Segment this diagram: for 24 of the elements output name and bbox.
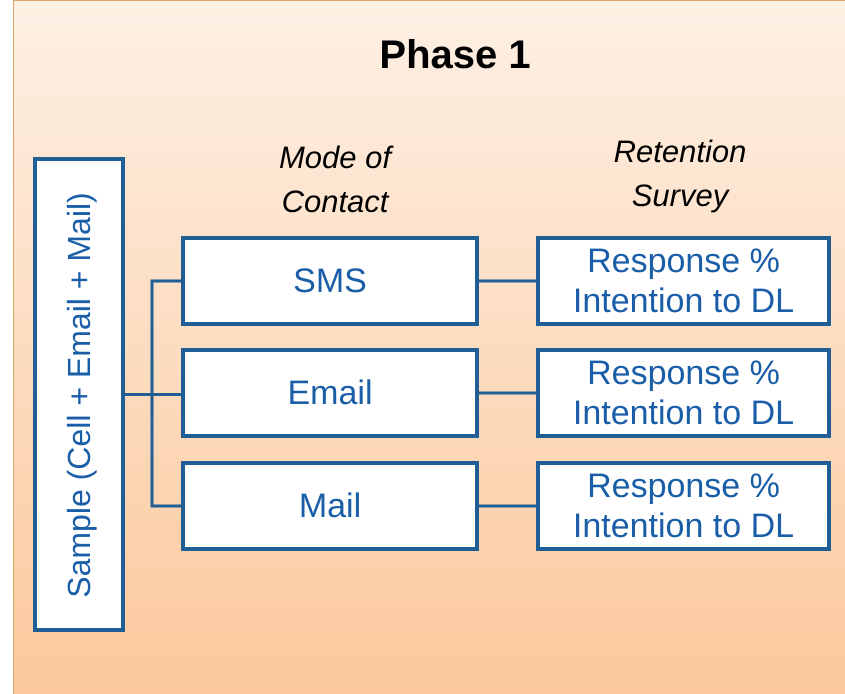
node-text: Intention to DL [572, 393, 794, 433]
process-box [536, 236, 831, 326]
column-header: Retention Survey [612, 133, 748, 215]
sample-box [33, 157, 125, 632]
node-text: Response % [587, 241, 780, 281]
node-text: Intention to DL [572, 506, 794, 546]
connector-line [479, 280, 536, 282]
connector-line [125, 393, 181, 508]
node-text: Mail [298, 486, 362, 526]
node-text: Response % [587, 466, 780, 506]
connector-line [479, 392, 536, 394]
column-header: Mode of Contact [250, 136, 420, 224]
process-box [181, 461, 479, 551]
node-text: Response % [587, 353, 780, 393]
process-box [181, 348, 479, 438]
node-text: SMS [293, 261, 367, 301]
node-text: Intention to DL [572, 281, 794, 321]
title: Phase 1 [378, 32, 532, 79]
node-text: Email [287, 373, 373, 413]
process-box [181, 236, 479, 326]
connector-line [479, 504, 536, 508]
node-text: Sample (Cell + Email + Mail) [60, 190, 98, 600]
process-box [536, 461, 831, 551]
process-box [536, 348, 831, 438]
